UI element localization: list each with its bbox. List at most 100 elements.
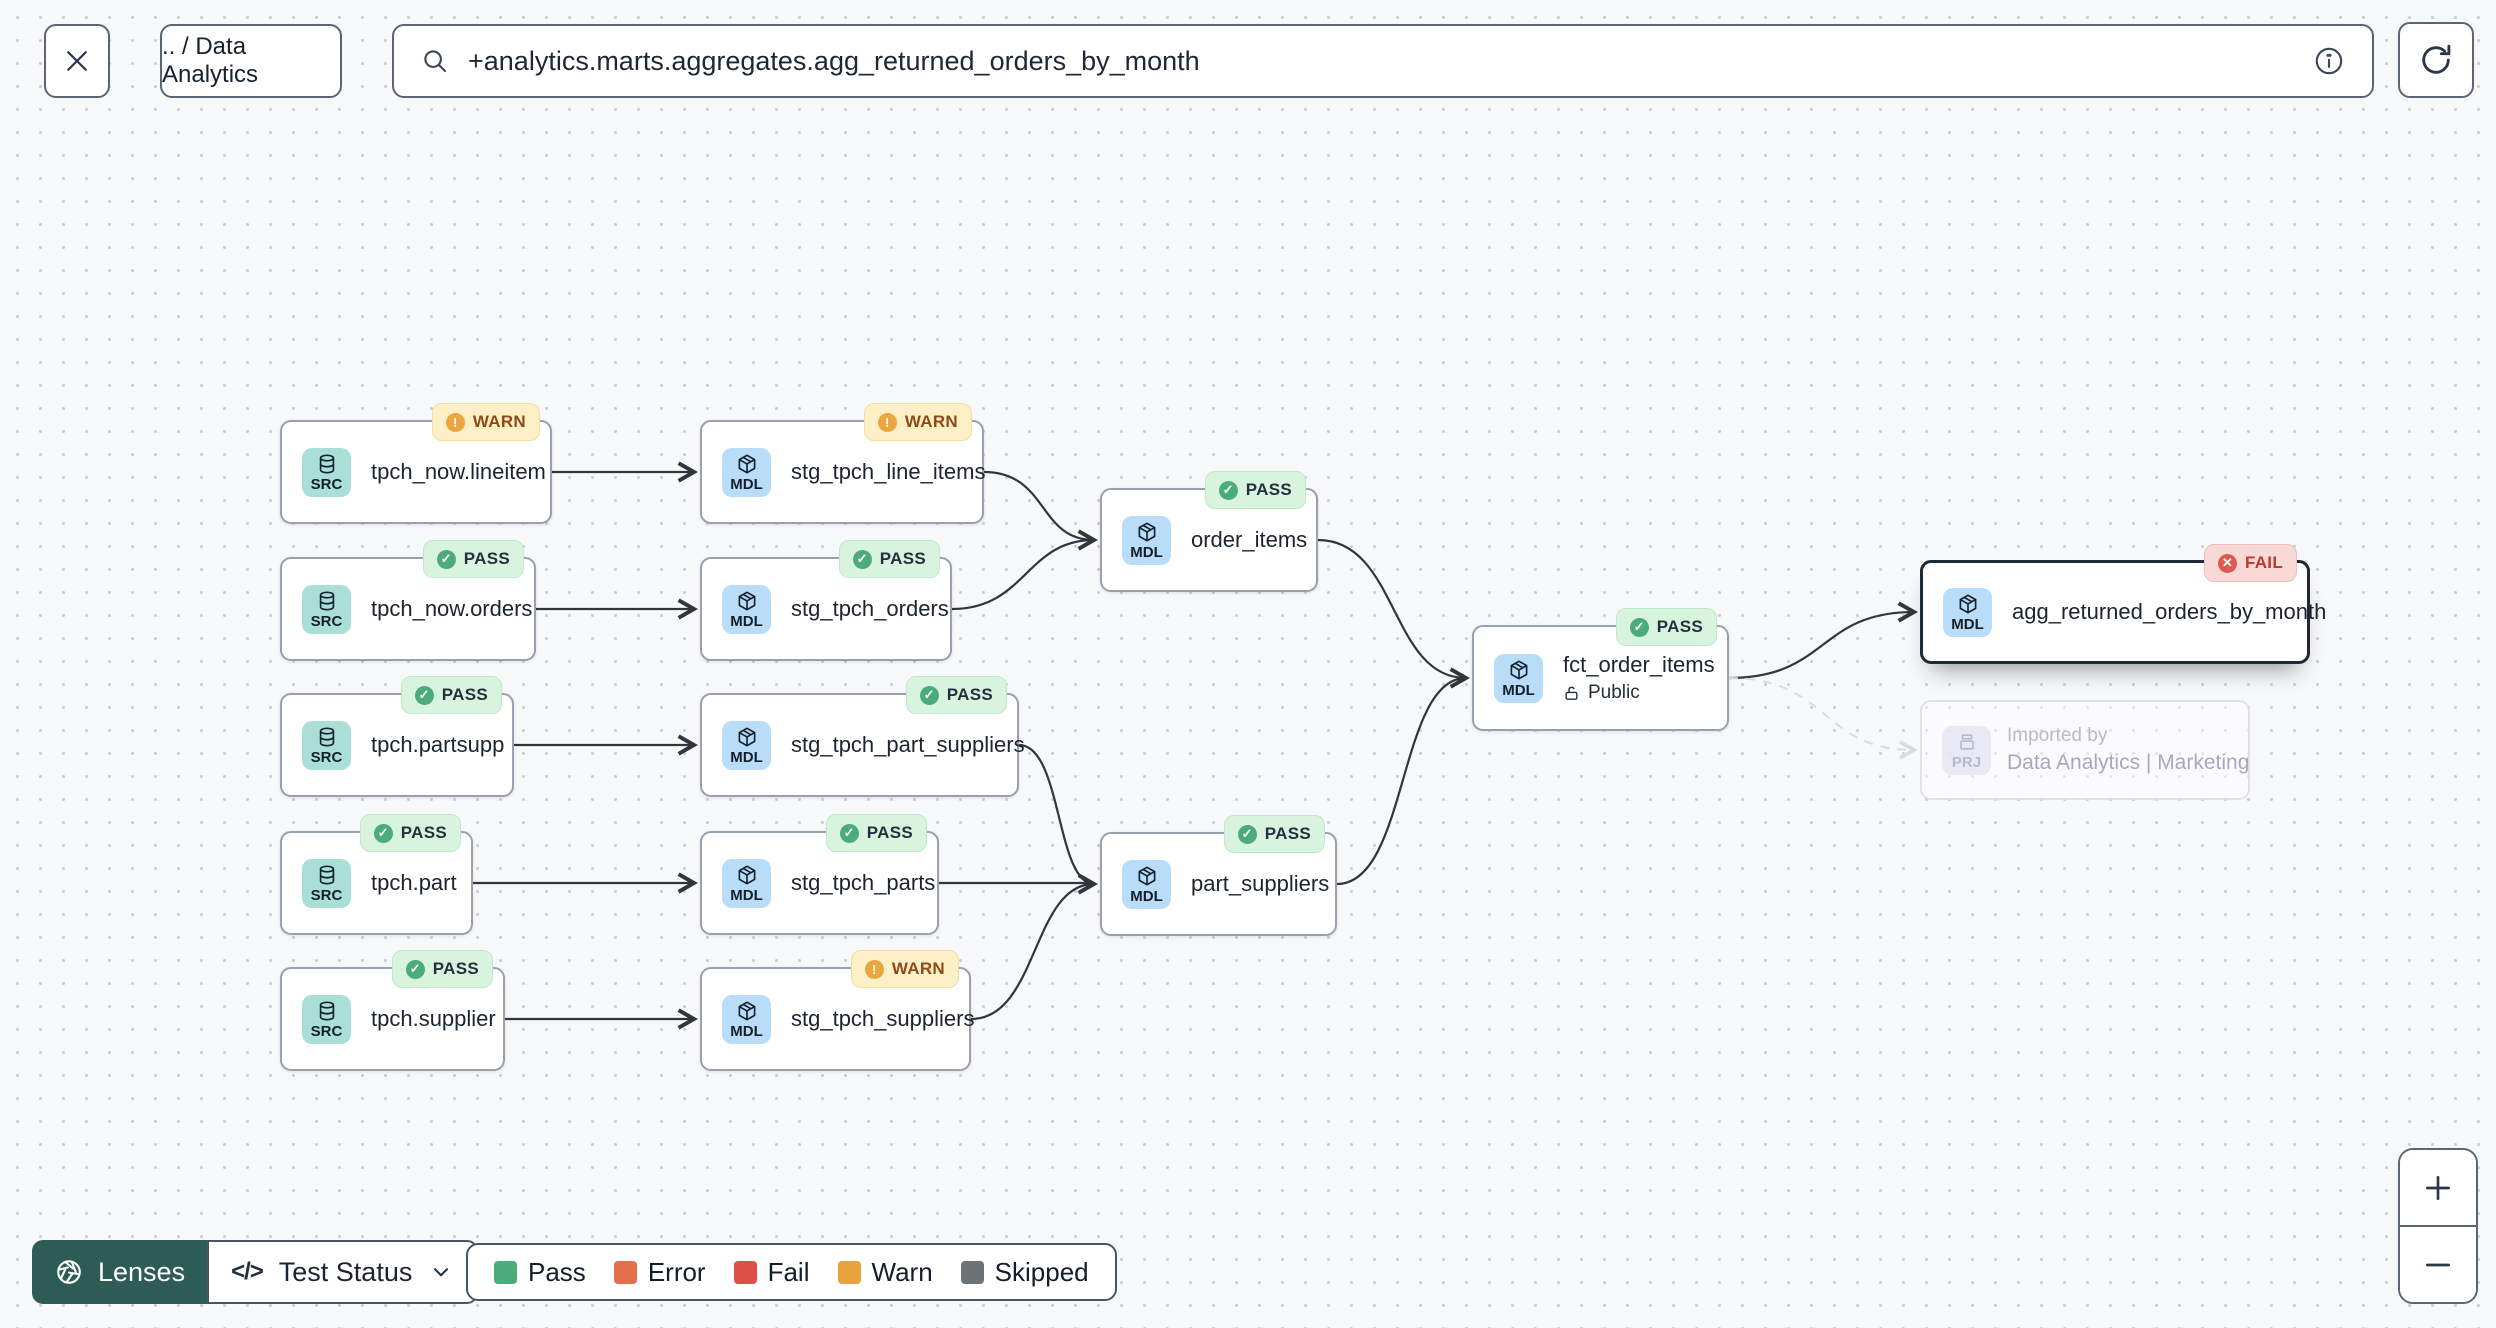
breadcrumb[interactable]: .. / Data Analytics [160, 24, 342, 98]
check-icon: ✓ [436, 549, 456, 569]
status-badge: !WARN [431, 403, 540, 441]
edge-orderitems-fct [1317, 538, 1470, 689]
search-icon [424, 50, 447, 73]
node-label: tpch.partsupp [371, 732, 505, 757]
source-icon: SRC [302, 447, 351, 497]
node-label: part_suppliers [1191, 871, 1330, 896]
edge-stgpartsupp-partsuppliers [1018, 743, 1098, 895]
aperture-icon [57, 1260, 81, 1284]
status-badge: ✓PASS [905, 676, 1007, 714]
refresh-icon [2422, 44, 2451, 74]
node-tpch-supplier[interactable]: ✓PASS SRC tpch.supplier [280, 950, 505, 1071]
node-label: agg_returned_orders_by_month [2012, 599, 2327, 624]
close-button[interactable] [44, 24, 110, 98]
node-tpch_now-orders[interactable]: ✓PASS SRC tpch_now.orders [280, 540, 536, 661]
node-stg_tpch_orders[interactable]: ✓PASS MDL stg_tpch_orders [700, 540, 952, 661]
unlock-icon [1565, 686, 1578, 700]
edge-stgsuppliers-partsuppliers [970, 882, 1095, 1021]
node-tpch_now-lineitem[interactable]: !WARN SRC tpch_now.lineitem [280, 403, 552, 524]
node-stg_tpch_part_suppliers[interactable]: ✓PASS MDL stg_tpch_part_suppliers [700, 676, 1025, 797]
legend-item-skipped: Skipped [960, 1257, 1089, 1288]
edge-partsuppliers-fct [1336, 676, 1467, 886]
check-icon: ✓ [852, 549, 872, 569]
legend-item-pass: Pass [494, 1257, 586, 1288]
status-badge: ✓PASS [825, 814, 927, 852]
model-icon: MDL [1122, 515, 1171, 565]
check-icon: ✓ [919, 685, 939, 705]
node-fct_order_items[interactable]: ✓PASS MDL fct_order_items Public [1472, 608, 1729, 731]
fail-swatch [733, 1260, 757, 1284]
breadcrumb-label: .. / Data Analytics [162, 33, 259, 88]
node-label: tpch.supplier [371, 1006, 496, 1031]
check-icon: ✓ [373, 823, 393, 843]
status-badge: ✓PASS [1615, 608, 1717, 646]
warn-icon: ! [877, 412, 897, 432]
lenses-control: Lenses </> Test Status [32, 1240, 479, 1304]
source-icon: SRC [302, 720, 351, 770]
info-icon[interactable] [2312, 44, 2346, 78]
status-badge: ✓PASS [359, 814, 461, 852]
chevron-down-icon [434, 1268, 449, 1277]
imported-by-label: Imported by [2007, 725, 2108, 746]
status-badge: ✓PASS [391, 950, 493, 988]
node-label: stg_tpch_part_suppliers [791, 732, 1025, 757]
status-badge: ✓PASS [838, 540, 940, 578]
close-icon [67, 51, 87, 71]
minus-icon [2426, 1263, 2450, 1266]
refresh-button[interactable] [2398, 22, 2474, 98]
check-icon: ✓ [1218, 480, 1238, 500]
node-label: stg_tpch_orders [791, 596, 949, 621]
project-icon: PRJ [1942, 725, 1991, 775]
plus-icon [2426, 1175, 2450, 1200]
model-icon: MDL [722, 858, 771, 908]
model-icon: MDL [722, 447, 771, 497]
zoom-in-button[interactable] [2400, 1150, 2476, 1225]
node-label: tpch_now.orders [371, 596, 533, 621]
warn-icon: ! [864, 959, 884, 979]
edge-stgorders-orderitems [951, 538, 1095, 611]
zoom-out-button[interactable] [2400, 1225, 2476, 1302]
model-icon: MDL [1494, 653, 1543, 703]
code-icon: </> [231, 1258, 264, 1285]
warn-swatch [837, 1260, 861, 1284]
visibility-row: Public [1563, 682, 1715, 704]
edge-stgline-orderitems [983, 470, 1098, 551]
skipped-swatch [960, 1260, 984, 1284]
fail-icon: ✕ [2217, 553, 2237, 573]
model-icon: MDL [1122, 859, 1171, 909]
node-part_suppliers[interactable]: ✓PASS MDL part_suppliers [1100, 815, 1337, 936]
lineage-selector[interactable] [392, 24, 2374, 98]
node-stg_tpch_suppliers[interactable]: !WARN MDL stg_tpch_suppliers [700, 950, 975, 1071]
model-icon: MDL [722, 994, 771, 1044]
source-icon: SRC [302, 584, 351, 634]
node-agg_returned_orders_by_month[interactable]: ✕FAIL MDL agg_returned_orders_by_month [1920, 544, 2326, 664]
edge-fct-agg [1728, 601, 1918, 680]
source-icon: SRC [302, 858, 351, 908]
status-badge: ✓PASS [422, 540, 524, 578]
node-label: stg_tpch_parts [791, 870, 936, 895]
check-icon: ✓ [414, 685, 434, 705]
node-label: tpch_now.lineitem [371, 459, 546, 484]
node-imported-by-project[interactable]: PRJ Imported by Data Analytics | Marketi… [1920, 700, 2250, 800]
node-tpch-part[interactable]: ✓PASS SRC tpch.part [280, 814, 473, 935]
node-order_items[interactable]: ✓PASS MDL order_items [1100, 471, 1318, 592]
status-badge: ✓PASS [1204, 471, 1306, 509]
node-label: stg_tpch_line_items [791, 459, 986, 484]
node-label: fct_order_items [1563, 652, 1715, 677]
edge-fct-imported [1728, 677, 1918, 760]
status-badge: !WARN [850, 950, 959, 988]
status-badge: ✓PASS [400, 676, 502, 714]
node-stg_tpch_parts[interactable]: ✓PASS MDL stg_tpch_parts [700, 814, 939, 935]
node-stg_tpch_line_items[interactable]: !WARN MDL stg_tpch_line_items [700, 403, 986, 524]
check-icon: ✓ [1629, 617, 1649, 637]
selector-input[interactable] [468, 45, 2294, 77]
status-badge: !WARN [863, 403, 972, 441]
node-label: stg_tpch_suppliers [791, 1006, 975, 1031]
check-icon: ✓ [405, 959, 425, 979]
lens-dropdown[interactable]: </> Test Status [207, 1240, 479, 1304]
node-tpch-partsupp[interactable]: ✓PASS SRC tpch.partsupp [280, 676, 514, 797]
lenses-button[interactable]: Lenses [32, 1240, 208, 1304]
node-label: Data Analytics | Marketing [2007, 751, 2250, 774]
